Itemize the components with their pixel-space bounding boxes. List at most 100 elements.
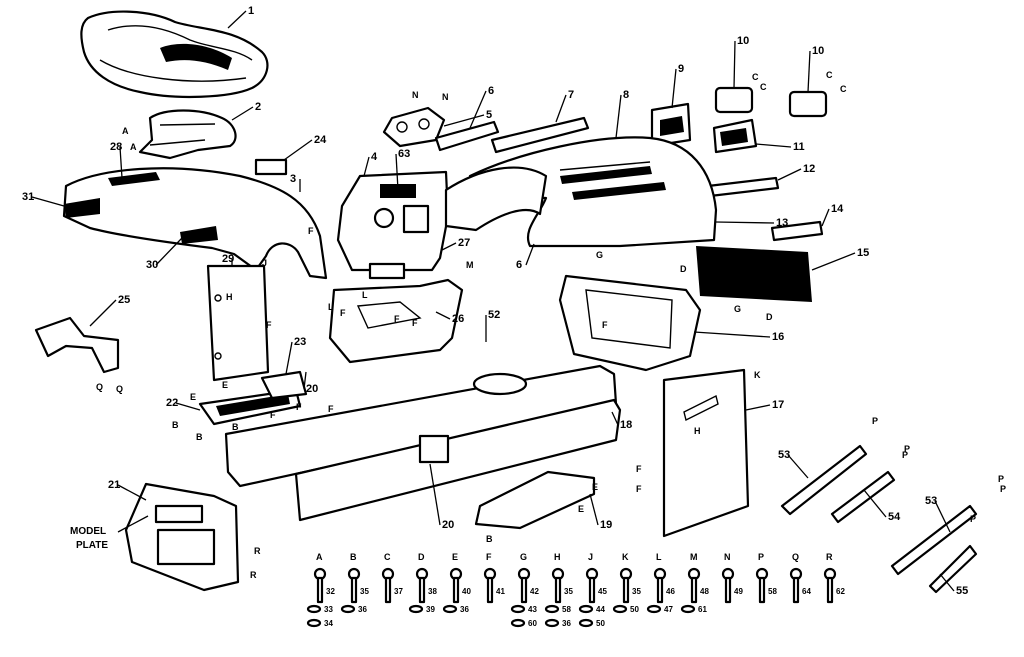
hardware-letter: D	[418, 552, 425, 562]
hardware-part-number: 34	[324, 619, 333, 628]
hardware-letter: R	[826, 552, 833, 562]
leader-line	[31, 196, 65, 207]
seat	[80, 10, 269, 98]
bolt-shank	[622, 576, 630, 604]
bolt-shank	[758, 576, 766, 604]
assembly-point-letter: G	[734, 304, 741, 314]
callout-number: 15	[857, 247, 869, 259]
callout-number: 24	[314, 134, 327, 146]
callout-number: 26	[452, 313, 464, 325]
hardware-letter: P	[758, 552, 764, 562]
washer-nut	[340, 604, 356, 614]
leader-line	[119, 146, 123, 179]
side-panel-left	[206, 264, 270, 382]
assembly-point-letter: C	[760, 82, 767, 92]
assembly-point-letter: F	[270, 410, 276, 420]
bolt-shank	[826, 576, 834, 604]
bolt-shank	[452, 576, 460, 604]
assembly-point-letter: M	[466, 260, 474, 270]
assembly-point-letter: B	[196, 432, 203, 442]
callout-number: 3	[290, 173, 296, 185]
callout-number: 9	[678, 63, 684, 75]
leader-lines	[31, 10, 955, 592]
assembly-point-letter: Q	[96, 382, 103, 392]
leader-line	[303, 371, 307, 390]
washer-nut	[578, 618, 594, 628]
callout-number: 55	[956, 585, 968, 597]
hardware-part-number: 44	[596, 605, 605, 614]
assembly-point-letter: A	[130, 142, 137, 152]
washer-nut	[680, 604, 696, 614]
assembly-point-letter: F	[412, 318, 418, 328]
leader-line	[555, 94, 567, 123]
leader-line	[811, 252, 856, 271]
hood	[444, 136, 718, 248]
hardware-item: Q64	[789, 552, 811, 604]
hardware-part-number: 49	[734, 587, 743, 596]
washer-nut	[510, 618, 526, 628]
assembly-point-letter: F	[266, 320, 272, 330]
callout-number: 2	[255, 101, 261, 113]
hardware-letter: K	[622, 552, 629, 562]
assembly-point-letter: F	[340, 308, 346, 318]
frame-main	[224, 364, 622, 522]
assembly-point-letter: E	[578, 504, 584, 514]
assembly-point-letter: R	[254, 546, 261, 556]
hardware-letter: H	[554, 552, 561, 562]
callout-number: 29	[222, 253, 234, 265]
hardware-item: R62	[823, 552, 845, 604]
assembly-point-letter: J	[262, 258, 267, 268]
assembly-point-letter: B	[486, 534, 493, 544]
leader-line	[117, 484, 147, 501]
hardware-letter: F	[486, 552, 492, 562]
pivot-plate	[382, 106, 446, 148]
hardware-part-number: 45	[598, 587, 607, 596]
assembly-point-letter: F	[602, 320, 608, 330]
decals	[254, 116, 824, 242]
callout-number: 4	[371, 151, 378, 163]
leader-line	[745, 404, 771, 411]
leader-line	[117, 515, 149, 533]
leader-line	[733, 40, 736, 89]
leader-line	[231, 106, 254, 121]
leader-line	[395, 153, 399, 191]
callout-number: 10	[812, 45, 824, 57]
hardware-part-number: 36	[562, 619, 571, 628]
assembly-point-letter: E	[222, 380, 228, 390]
callout-number: 63	[398, 148, 410, 160]
washer-nut	[306, 604, 322, 614]
bolt-shank	[656, 576, 664, 604]
assembly-point-letter: L	[362, 290, 368, 300]
hardware-part-number: 64	[802, 587, 811, 596]
leader-line	[821, 208, 830, 227]
callout-number: 13	[776, 217, 788, 229]
hardware-part-number: 38	[428, 587, 437, 596]
assembly-point-letter: P	[872, 416, 878, 426]
assembly-point-letter: F	[636, 464, 642, 474]
bolt-shank	[418, 576, 426, 604]
callout-number: 53	[925, 495, 937, 507]
callout-number: 31	[22, 191, 34, 203]
bolt-shank	[588, 576, 596, 604]
assembly-point-letter: P	[904, 444, 910, 454]
assembly-point-letter: H	[226, 292, 233, 302]
callout-number: 6	[488, 85, 494, 97]
bolt-shank	[350, 576, 358, 604]
bolt-shank	[792, 576, 800, 604]
leader-line	[787, 454, 809, 479]
washer-nut	[612, 604, 628, 614]
callout-number: 19	[600, 519, 612, 531]
hardware-item: N49	[721, 552, 743, 604]
assembly-point-letter: P	[970, 514, 976, 524]
callout-number: 21	[108, 479, 120, 491]
callout-number: 28	[110, 141, 122, 153]
leader-line	[611, 411, 619, 426]
support-bracket	[34, 316, 120, 374]
leader-line	[615, 94, 622, 139]
